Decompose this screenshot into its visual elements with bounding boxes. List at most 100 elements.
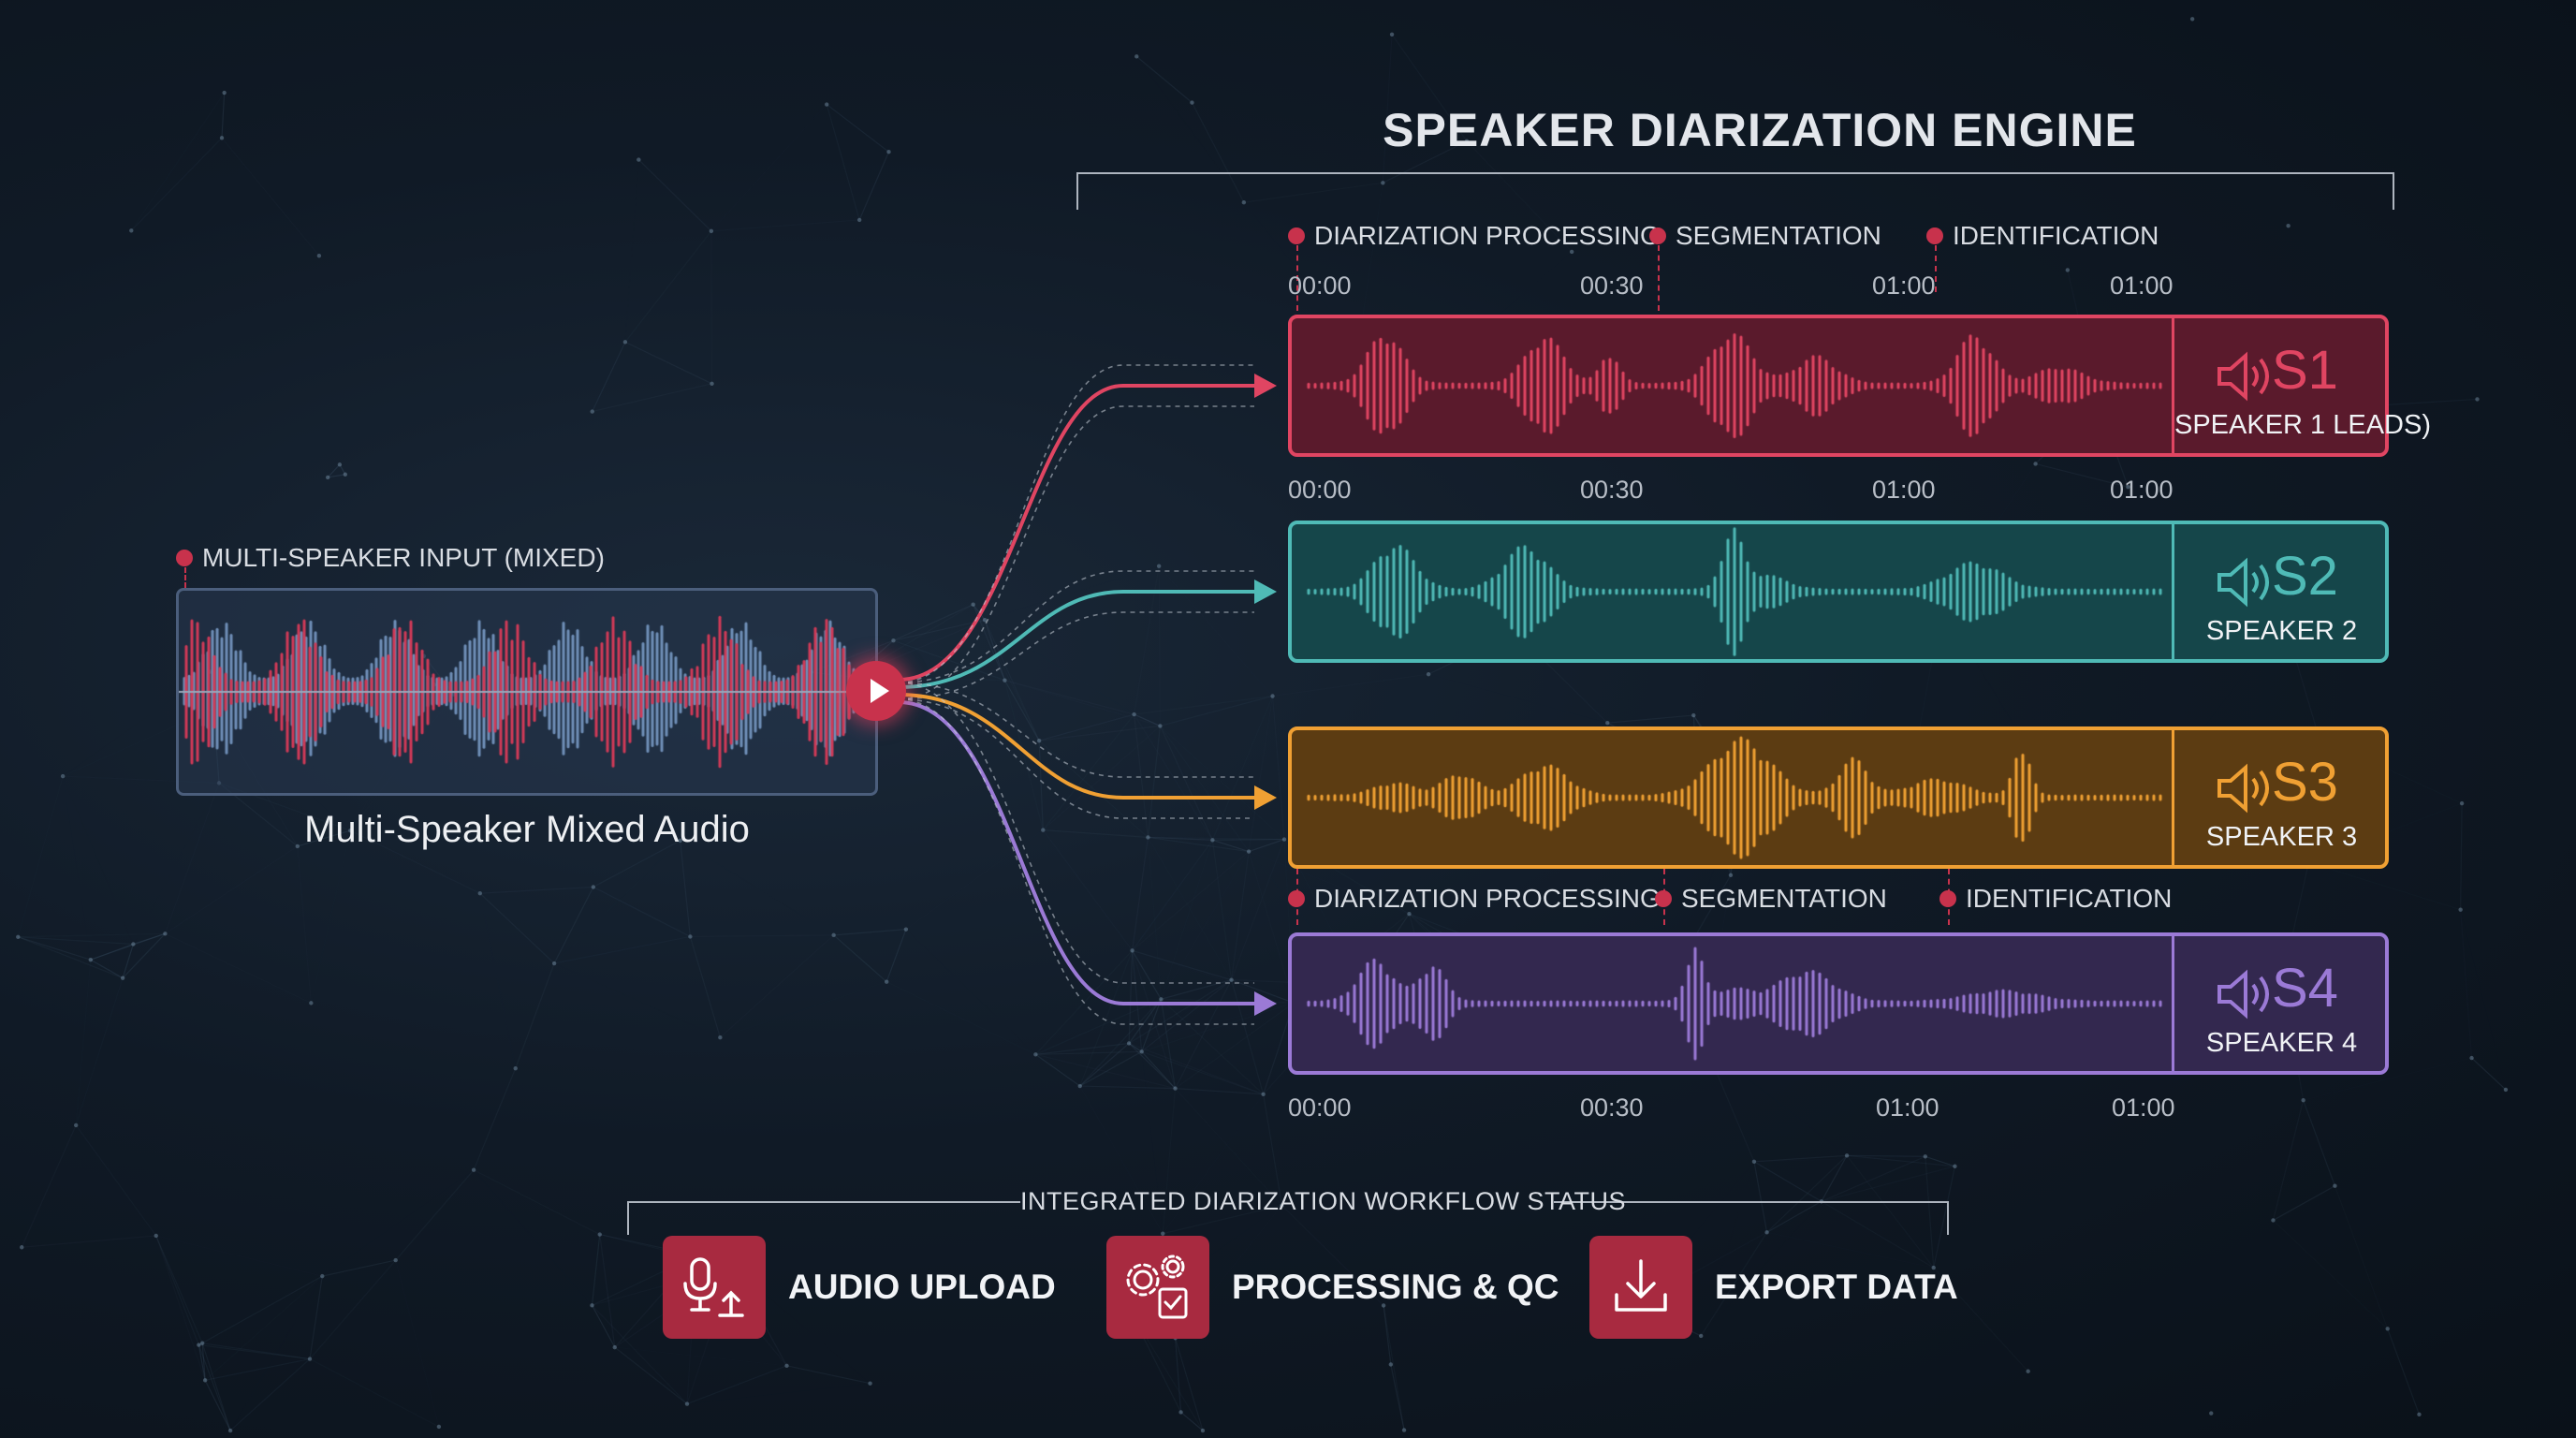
time-tick: 01:00: [1872, 476, 1936, 504]
network-node: [436, 1424, 442, 1430]
network-line: [1230, 979, 1265, 1094]
network-node: [2033, 462, 2038, 466]
speaker-track-s4[interactable]: S4 SPEAKER 4: [1288, 932, 2389, 1075]
network-line: [1004, 680, 1134, 715]
network-node: [2065, 268, 2071, 272]
network-line: [473, 1169, 601, 1236]
network-line: [984, 619, 1040, 741]
network-line: [479, 892, 555, 964]
network-line: [201, 1343, 206, 1381]
network-line: [719, 934, 835, 1038]
network-node: [1401, 1428, 1407, 1432]
network-line: [553, 935, 691, 964]
network-line: [350, 829, 481, 894]
route-arrowhead: [1254, 785, 1277, 810]
network-line: [122, 944, 134, 978]
speaker-id: S4: [2272, 958, 2338, 1019]
route-line: [898, 700, 1254, 1005]
network-node: [1931, 1265, 1936, 1270]
network-line: [1766, 1200, 1822, 1233]
network-line: [309, 1358, 440, 1428]
network-line: [1035, 1053, 1081, 1087]
network-node: [348, 828, 353, 833]
mixed-audio-panel[interactable]: [176, 588, 878, 796]
speaker-label-panel: S1 SPEAKER 1 LEADS): [2172, 318, 2431, 453]
stage-label-identification-top: IDENTIFICATION: [1926, 221, 2159, 251]
network-line: [1134, 713, 1161, 726]
network-node: [393, 1257, 398, 1263]
network-line: [155, 1235, 203, 1343]
network-node: [1003, 678, 1007, 682]
network-line: [614, 1346, 688, 1405]
network-line: [155, 1235, 199, 1345]
network-node: [1381, 1303, 1386, 1308]
network-node: [227, 1428, 233, 1433]
network-line: [1079, 1085, 1176, 1090]
network-node: [856, 217, 862, 223]
network-node: [2271, 1218, 2276, 1223]
network-node: [1158, 724, 1163, 728]
microphone-upload-icon-glyph: [683, 1257, 744, 1317]
network-node: [824, 102, 829, 107]
network-node: [2503, 1087, 2509, 1093]
network-line: [1391, 34, 1468, 142]
network-line: [1175, 1338, 1204, 1431]
network-line: [1141, 979, 1232, 1052]
gears-checklist-icon-glyph: [1126, 1255, 1188, 1319]
time-tick: 01:00: [1876, 1093, 1939, 1122]
network-line: [1248, 838, 1285, 853]
route-guide-line: [898, 570, 1254, 683]
network-line: [1382, 34, 1393, 183]
network-line: [1035, 1050, 1142, 1055]
network-line: [1134, 714, 1149, 838]
processing-qc-step[interactable]: PROCESSING & QC: [1106, 1236, 1559, 1339]
network-node: [477, 890, 482, 896]
network-node: [131, 942, 136, 946]
network-node: [1246, 849, 1251, 854]
network-line: [893, 619, 986, 641]
speaker-track-s2[interactable]: S2 SPEAKER 2: [1288, 521, 2389, 663]
speaker-3-waveform: [1292, 730, 2172, 865]
network-line: [1003, 680, 1044, 830]
audio-upload-step[interactable]: AUDIO UPLOAD: [663, 1236, 1056, 1339]
network-node: [868, 1381, 872, 1386]
stage-label-text: IDENTIFICATION: [1953, 221, 2159, 250]
input-dot: [176, 550, 193, 566]
network-line: [2303, 1099, 2335, 1186]
speaker-label-panel: S3 SPEAKER 3: [2172, 730, 2389, 865]
network-line: [1141, 1050, 1176, 1090]
speaker-track-s3[interactable]: S3 SPEAKER 3: [1288, 726, 2389, 869]
play-button[interactable]: [846, 661, 906, 721]
network-line: [1042, 725, 1161, 831]
route-arrowhead: [1254, 580, 1277, 604]
network-node: [129, 228, 134, 233]
network-line: [858, 151, 890, 221]
speaker-icon: [2217, 763, 2269, 814]
export-data-step[interactable]: EXPORT DATA: [1589, 1236, 1958, 1339]
network-line: [833, 934, 887, 983]
network-line: [201, 1343, 231, 1431]
network-line: [515, 962, 555, 1069]
network-line: [1128, 1042, 1264, 1095]
speaker-track-s1[interactable]: S1 SPEAKER 1 LEADS): [1288, 315, 2431, 457]
input-marker-line: [184, 567, 186, 588]
network-line: [1466, 140, 1573, 253]
speaker-icon: [2217, 557, 2269, 608]
network-line: [1132, 949, 1232, 981]
network-line: [395, 1169, 475, 1261]
stage-label-text: SEGMENTATION: [1681, 884, 1887, 913]
network-node: [684, 1401, 690, 1406]
network-line: [1043, 829, 1149, 839]
route-guide-line: [898, 698, 1254, 1025]
network-line: [1160, 695, 1273, 726]
network-line: [479, 886, 593, 894]
workflow-bracket-right: [1554, 1201, 1949, 1203]
network-line: [2334, 1185, 2389, 1329]
network-line: [1175, 1338, 1182, 1413]
network-line: [339, 463, 346, 476]
speaker-4-waveform: [1292, 936, 2172, 1071]
speaker-1-waveform: [1292, 318, 2172, 453]
network-line: [1271, 696, 1285, 840]
network-node: [316, 253, 322, 258]
network-line: [973, 604, 1040, 741]
